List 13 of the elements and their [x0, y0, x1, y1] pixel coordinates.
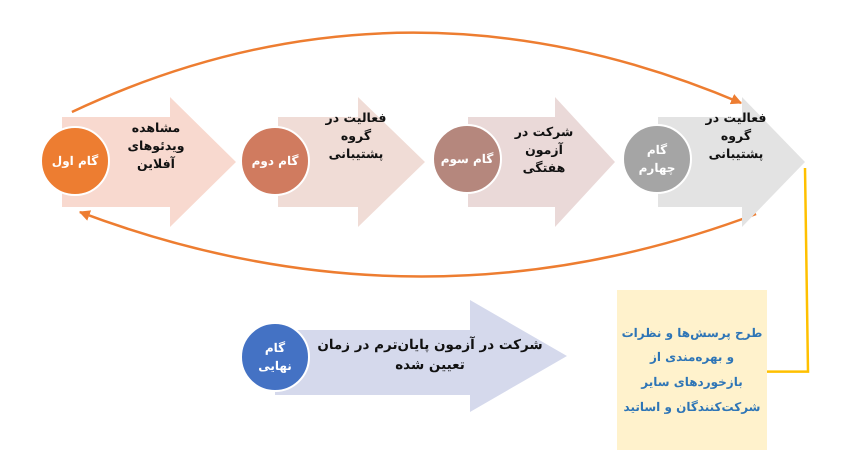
- step-description: فعالیت در گروه پشتیبانی: [324, 109, 388, 164]
- step-description: فعالیت در گروه پشتیبانی: [704, 109, 768, 164]
- step-circle: گام دوم: [240, 126, 310, 196]
- note-box: طرح پرسش‌ها و نظرات و بهره‌مندی از بازخوردهای سایر شرکت‌کنندگان و اساتید: [617, 290, 767, 450]
- connector-arrow: [78, 210, 756, 278]
- step-circle: گام اول: [40, 126, 110, 196]
- step-circle: گام چهارم: [622, 124, 692, 194]
- step-description: شرکت در آزمون هفتگی: [513, 123, 574, 178]
- step-description: شرکت در آزمون پایان‌ترم در زمان تعیین شده: [316, 336, 544, 375]
- step-circle: گام نهایی: [240, 322, 310, 392]
- step-description: مشاهده ویدئوهای آفلاین: [126, 119, 186, 174]
- step-circle: گام سوم: [432, 124, 502, 194]
- connector-arrow: [71, 32, 742, 114]
